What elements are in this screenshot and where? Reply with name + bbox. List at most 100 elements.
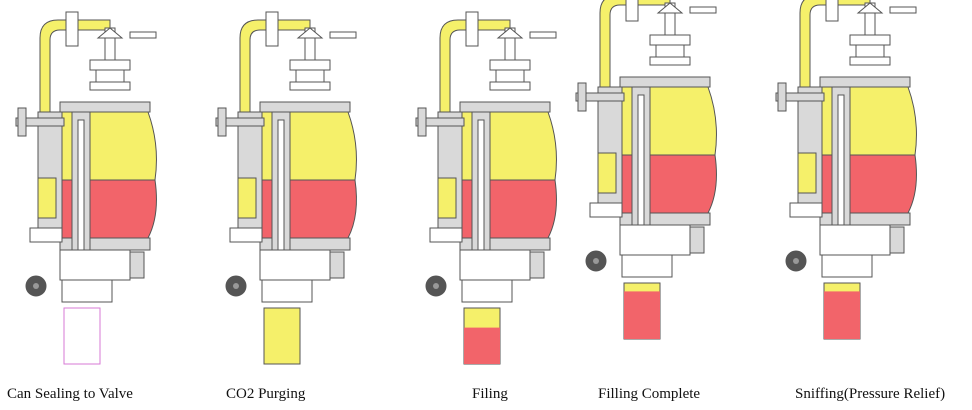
side-block — [689, 226, 705, 254]
stem-arrow — [656, 2, 684, 14]
stem-arrow — [496, 27, 524, 39]
lift-wheel-hub — [593, 258, 599, 264]
stem-collar-middle — [855, 44, 885, 58]
actuator-knob — [777, 82, 787, 112]
centering-bell — [821, 254, 873, 278]
side-pipe — [329, 31, 357, 39]
bowl-top-plate — [819, 76, 911, 88]
side-block — [329, 251, 345, 279]
actuator-arm — [15, 117, 65, 127]
lower-housing — [459, 249, 531, 281]
caption-can-sealing: Can Sealing to Valve — [7, 386, 133, 402]
valve-column — [597, 86, 623, 218]
tube-fitting — [825, 0, 839, 22]
vent-tube — [477, 119, 485, 256]
stem-arrow — [296, 27, 324, 39]
stem-collar-lower — [849, 56, 891, 66]
stem-arrow — [856, 2, 884, 14]
stem-collar-upper — [649, 34, 691, 46]
cam-bracket — [29, 227, 63, 243]
caption-filling-complete: Filling Complete — [598, 386, 701, 402]
actuator-knob — [217, 107, 227, 137]
stem-collar-middle — [95, 69, 125, 83]
stem-arrow — [96, 27, 124, 39]
lower-housing — [819, 224, 891, 256]
valve-stage-2 — [215, 11, 357, 365]
centering-bell — [261, 279, 313, 303]
stem-collar-middle — [495, 69, 525, 83]
valve-column — [237, 111, 263, 243]
lower-housing — [259, 249, 331, 281]
bowl-top-plate — [619, 76, 711, 88]
stem-collar-lower — [289, 81, 331, 91]
bowl-top-plate — [59, 101, 151, 113]
side-block — [129, 251, 145, 279]
valve-column — [437, 111, 463, 243]
side-pipe — [689, 6, 717, 14]
tube-fitting — [65, 11, 79, 47]
can — [63, 307, 101, 365]
cam-bracket — [789, 202, 823, 218]
valve-stage-3 — [415, 11, 557, 365]
caption-filing: Filing — [472, 386, 508, 402]
side-pipe — [129, 31, 157, 39]
gas-chamber — [237, 177, 257, 219]
actuator-knob — [17, 107, 27, 137]
cam-bracket — [229, 227, 263, 243]
can-beverage — [824, 291, 860, 339]
side-pipe — [529, 31, 557, 39]
tube-fitting — [465, 11, 479, 47]
side-pipe — [889, 6, 917, 14]
can — [263, 307, 301, 365]
lift-wheel-hub — [793, 258, 799, 264]
bowl-top-plate — [259, 101, 351, 113]
lift-wheel-hub — [233, 283, 239, 289]
stem-collar-upper — [849, 34, 891, 46]
vent-tube — [77, 119, 85, 256]
tube-fitting — [265, 11, 279, 47]
tube-fitting — [625, 0, 639, 22]
stem-collar-upper — [289, 59, 331, 71]
valve-stage-4 — [575, 0, 717, 340]
centering-bell — [461, 279, 513, 303]
actuator-arm — [775, 92, 825, 102]
lift-wheel-hub — [33, 283, 39, 289]
stem-collar-upper — [89, 59, 131, 71]
actuator-arm — [215, 117, 265, 127]
lower-housing — [59, 249, 131, 281]
caption-co2-purging: CO2 Purging — [226, 386, 306, 402]
stem-collar-middle — [655, 44, 685, 58]
can-beverage — [464, 327, 500, 364]
centering-bell — [61, 279, 113, 303]
can-beverage — [624, 291, 660, 339]
actuator-arm — [415, 117, 465, 127]
cam-bracket — [429, 227, 463, 243]
stem-collar-lower — [89, 81, 131, 91]
cam-bracket — [589, 202, 623, 218]
lift-wheel-hub — [433, 283, 439, 289]
stem-collar-lower — [649, 56, 691, 66]
actuator-knob — [577, 82, 587, 112]
caption-sniffing: Sniffing(Pressure Relief) — [795, 386, 946, 402]
gas-chamber — [797, 152, 817, 194]
gas-chamber — [37, 177, 57, 219]
side-block — [529, 251, 545, 279]
side-block — [889, 226, 905, 254]
stem-collar-upper — [489, 59, 531, 71]
gas-chamber — [597, 152, 617, 194]
stem-collar-lower — [489, 81, 531, 91]
valve-stage-1 — [15, 11, 157, 365]
gas-chamber — [437, 177, 457, 219]
actuator-knob — [417, 107, 427, 137]
stem-collar-middle — [295, 69, 325, 83]
valve-column — [797, 86, 823, 218]
vent-tube — [637, 94, 645, 231]
vent-tube — [277, 119, 285, 256]
valve-column — [37, 111, 63, 243]
bowl-top-plate — [459, 101, 551, 113]
centering-bell — [621, 254, 673, 278]
vent-tube — [837, 94, 845, 231]
actuator-arm — [575, 92, 625, 102]
